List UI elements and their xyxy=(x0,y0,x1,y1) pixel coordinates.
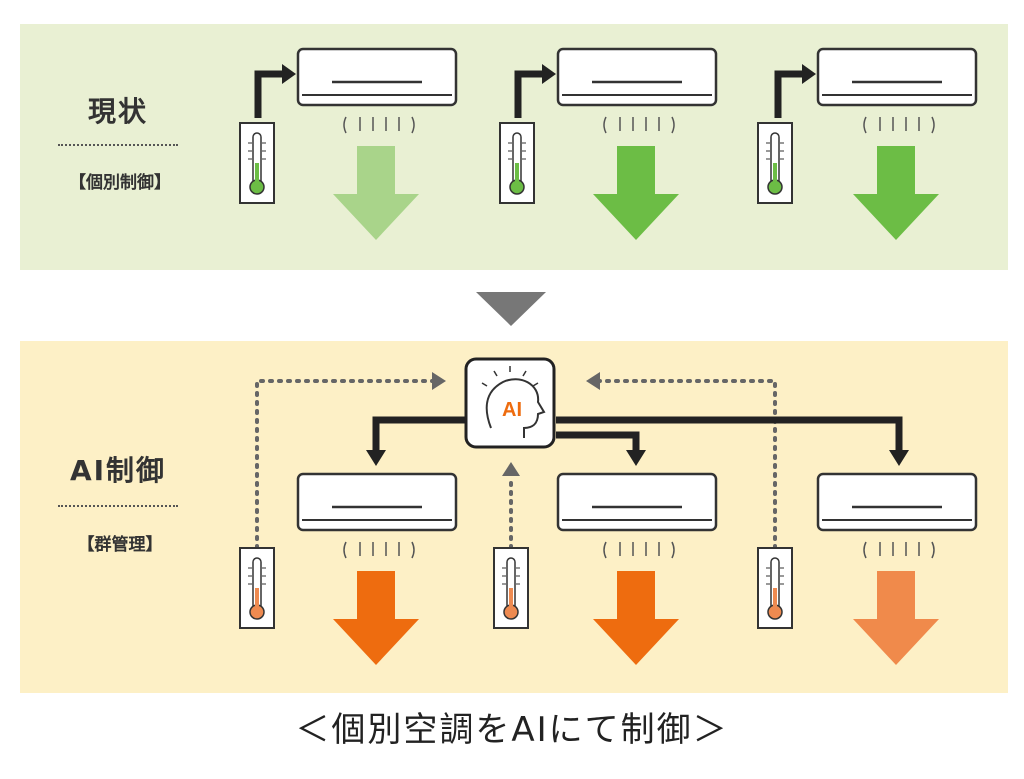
top-unit-2 xyxy=(499,47,718,240)
control-lines xyxy=(372,416,903,452)
current-state-title: 現状 xyxy=(87,95,148,128)
ai-control-title: AI制御 xyxy=(69,454,167,487)
bottom-unit-3 xyxy=(757,472,978,665)
air-conditioner-icon xyxy=(556,472,718,560)
air-conditioner-icon xyxy=(296,47,458,135)
down-arrow-icon xyxy=(853,146,939,240)
down-arrow-icon xyxy=(593,571,679,665)
bottom-unit-1 xyxy=(239,472,458,665)
current-state-subtitle: 【個別制御】 xyxy=(69,173,171,193)
feedback-lines xyxy=(255,379,777,550)
top-unit-1 xyxy=(239,47,458,240)
down-arrow-icon xyxy=(593,146,679,240)
air-conditioner-icon xyxy=(556,47,718,135)
ai-control-divider xyxy=(58,505,178,507)
down-arrow-icon xyxy=(333,571,419,665)
thermometer-icon xyxy=(239,122,275,204)
ai-brain-icon: AI xyxy=(464,357,556,449)
caption: ＜個別空調をAIにて制御＞ xyxy=(295,710,729,750)
current-state-divider xyxy=(58,144,178,146)
thermometer-icon xyxy=(757,547,793,629)
down-arrow-icon xyxy=(853,571,939,665)
thermometer-icon xyxy=(499,122,535,204)
air-conditioner-icon xyxy=(816,47,978,135)
thermometer-icon xyxy=(493,547,529,629)
thermometer-icon xyxy=(239,547,275,629)
bottom-unit-2 xyxy=(493,472,718,665)
ai-label: AI xyxy=(502,399,522,421)
thermometer-icon xyxy=(757,122,793,204)
ai-control-subtitle: 【群管理】 xyxy=(77,535,163,555)
top-unit-3 xyxy=(757,47,978,240)
air-conditioner-icon xyxy=(816,472,978,560)
air-conditioner-icon xyxy=(296,472,458,560)
transition-arrow xyxy=(476,292,546,326)
down-arrow-icon xyxy=(333,146,419,240)
